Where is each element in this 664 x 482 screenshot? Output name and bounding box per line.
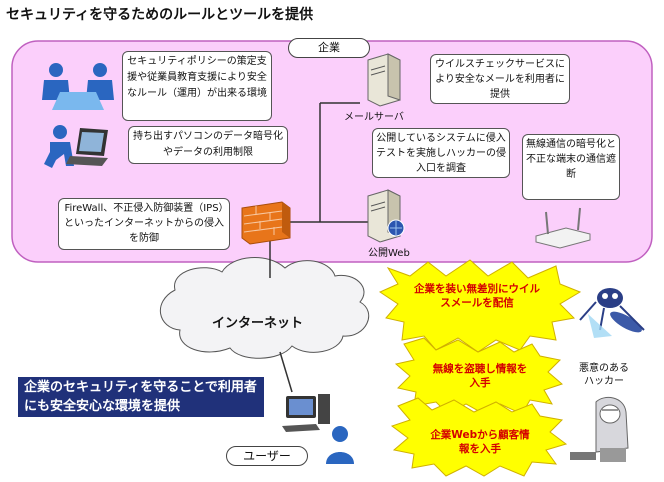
callout-virus-check: ウイルスチェックサービスにより安全なメールを利用者に提供 [430,54,570,104]
user-label: ユーザー [226,446,308,466]
wireless-router-icon [535,207,591,249]
firewall-icon [241,201,291,245]
page-title: セキュリティを守るためのルールとツールを提供 [6,7,314,23]
threat-burst-2 [394,337,563,415]
user-person-icon [326,426,354,464]
conclusion-banner: 企業のセキュリティを守ることで利用者にも安全安心な環境を提供 [18,377,264,417]
internet-label: インターネット [212,316,304,331]
enterprise-label: 企業 [288,38,370,58]
callout-laptop-encryption: 持ち出すパソコンのデータ暗号化やデータの利用制限 [128,126,288,164]
meeting-people-icon [42,63,114,110]
mail-server-label: メールサーバ [344,112,404,123]
mail-server-icon [367,53,401,107]
callout-security-policy: セキュリティポリシーの策定支援や従業員教育支援により安全なルール（運用）が出来る… [122,51,272,121]
user-pc-icon [282,394,330,432]
callout-penetration-test: 公開しているシステムに侵入テストを実施しハッカーの侵入口を調査 [372,128,510,178]
threat-burst-1 [378,259,582,353]
threat-burst-3 [390,397,568,477]
threat-bursts [378,259,582,477]
hacker-label: 悪意のあるハッカー [579,363,629,387]
threat-text-wireless-sniff: 無線を盗聴し情報を入手 [432,363,528,389]
web-server-icon [367,189,405,243]
laptop-user-icon [44,125,108,168]
threat-text-virus-mail: 企業を装い無差別にウイルスメールを配信 [414,283,540,309]
hacker-thief-icon [570,396,629,462]
callout-firewall: FireWall、不正侵入防御装置（IPS）といったインターネットからの侵入を防… [58,198,230,250]
callout-wireless: 無線通信の暗号化と不正な端末の通信遮断 [522,134,620,200]
hacker-mosquito-icon [579,288,645,338]
internet-cloud [159,256,370,359]
network-lines [269,102,368,393]
threat-text-web-leak: 企業Webから顧客情報を入手 [430,429,530,455]
public-web-label: 公開Web [368,248,410,259]
